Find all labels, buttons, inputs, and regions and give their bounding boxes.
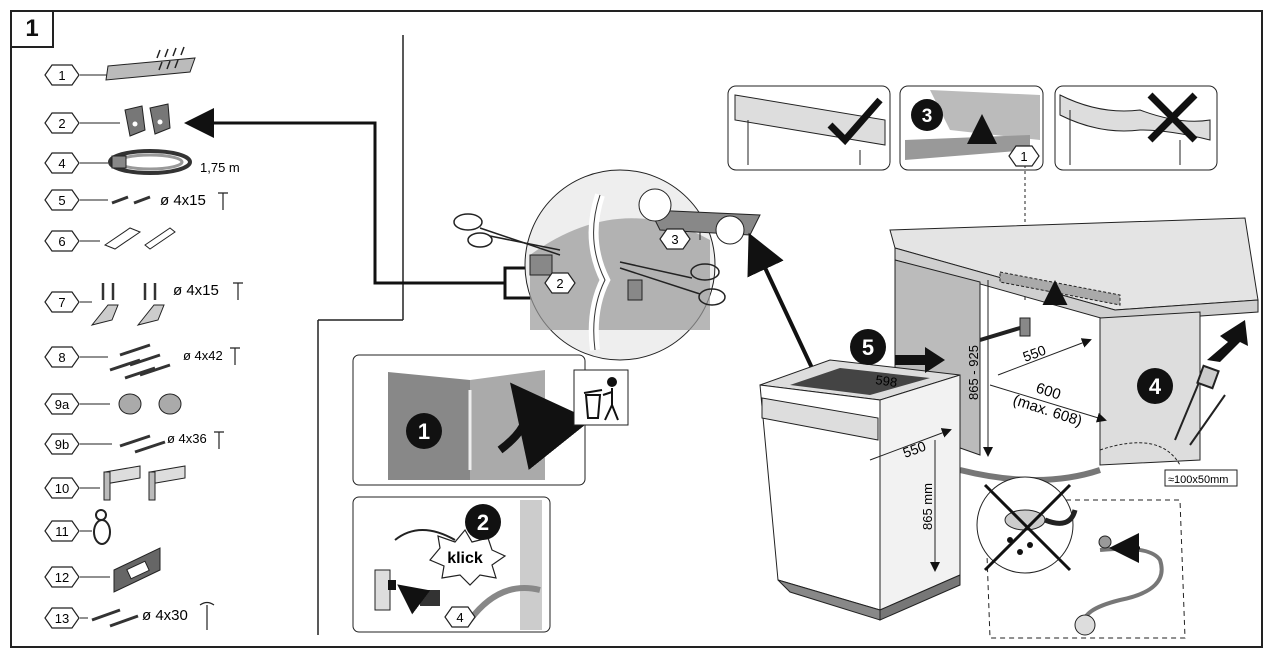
scissors-icon — [453, 213, 726, 306]
circle-part-3-label: 3 — [671, 232, 678, 247]
step-number-label: 1 — [12, 12, 54, 48]
callout-hex-badge — [544, 272, 576, 294]
klick-label: klick — [447, 550, 483, 567]
part-hex-badge — [44, 230, 80, 252]
callout-hex-badge — [1008, 145, 1040, 167]
screw-head-icons — [199, 192, 243, 630]
cross-icon — [1147, 92, 1198, 143]
side-bracket-part — [80, 103, 171, 137]
water-connection-detail — [976, 476, 1186, 639]
checkmark-icon — [827, 97, 883, 146]
part-hex-badge — [44, 520, 80, 542]
adhesive-pads-part — [80, 227, 176, 250]
screw-part-8 — [80, 343, 171, 380]
step-1-badge — [406, 413, 442, 449]
diagram-frame — [10, 10, 1263, 648]
part-number-label: 2 — [58, 116, 65, 131]
part-hex-badge — [44, 291, 80, 313]
part-number-label: 13 — [55, 611, 69, 626]
part-number-label: 7 — [58, 295, 65, 310]
part-number-label: 1 — [58, 68, 65, 83]
mounting-clips-part — [80, 283, 165, 326]
part-hex-badge — [44, 112, 80, 134]
part-hex-badge — [44, 566, 80, 588]
part-hex-badge — [44, 152, 80, 174]
clamp-part — [80, 509, 111, 545]
niche-height-dimension: 865 - 925 — [966, 345, 981, 400]
part-hex-badge — [44, 346, 80, 368]
depth-dimension: 550 — [901, 438, 929, 461]
part-hex-badge — [44, 607, 80, 629]
step-4-label: 4 — [1149, 374, 1162, 399]
step-2-panel — [352, 496, 551, 633]
trim-detail-circle — [453, 169, 761, 361]
circle-part-2-label: 2 — [556, 276, 563, 291]
part-hex-badge — [44, 433, 80, 455]
caps-part — [80, 393, 182, 415]
part-hex-badge — [44, 189, 80, 211]
hose-part — [80, 149, 192, 175]
part-number-label: 4 — [58, 156, 65, 171]
step-2-label: 2 — [477, 510, 489, 535]
part-number-label: 12 — [55, 570, 69, 585]
part-number-label: 6 — [58, 234, 65, 249]
part-hex-badge — [44, 477, 80, 499]
cover-plate-part — [80, 547, 161, 593]
screw-7-size-note: ø 4x15 — [173, 282, 219, 299]
part-number-label: 5 — [58, 193, 65, 208]
part-number-label: 11 — [55, 524, 69, 539]
part-number-label: 9a — [55, 397, 70, 412]
fitting-comparison — [727, 85, 1218, 171]
plug-icon — [1174, 364, 1226, 446]
mounting-strip-part — [80, 46, 196, 81]
step-callouts — [406, 99, 1173, 540]
part-hex-badge — [44, 64, 80, 86]
trash-bin-icon — [583, 377, 619, 421]
screw-9b-size-note: ø 4x36 — [167, 431, 207, 446]
width-dimension: 598 — [875, 372, 899, 390]
screw-part-9b — [80, 434, 166, 454]
rail-part — [80, 465, 186, 501]
screw-part-5 — [80, 195, 151, 205]
part-hex-badge — [44, 393, 80, 415]
compare-part-1-label: 1 — [1020, 149, 1027, 164]
niche-depth-dimension: 550 — [1021, 342, 1049, 365]
step-2-badge — [465, 504, 501, 540]
callout-hex-badge — [444, 606, 476, 628]
step-1-label: 1 — [418, 419, 430, 444]
dishwasher — [759, 347, 961, 621]
step-3-badge — [911, 99, 943, 131]
step-4-badge — [1137, 368, 1173, 404]
hose-length-note: 1,75 m — [200, 160, 240, 175]
screw-8-size-note: ø 4x42 — [183, 348, 223, 363]
screw-5-size-note: ø 4x15 — [160, 192, 206, 209]
part-number-label: 8 — [58, 350, 65, 365]
step-1-panel — [352, 354, 629, 486]
screw-part-13 — [80, 608, 139, 628]
step-3-label: 3 — [922, 106, 933, 127]
callout-hex-badge — [659, 228, 691, 250]
part-number-label: 10 — [55, 481, 69, 496]
part-number-label: 9b — [55, 437, 69, 452]
opening-dimension: ≈100x50mm — [1168, 474, 1228, 486]
height-dimension: 865 mm — [920, 483, 935, 530]
screw-13-size-note: ø 4x30 — [142, 607, 188, 624]
step-5-badge — [850, 329, 886, 365]
step-5-label: 5 — [862, 335, 874, 360]
step2-part-4-label: 4 — [456, 610, 463, 625]
niche-width-dimension: 600 — [1034, 380, 1063, 404]
